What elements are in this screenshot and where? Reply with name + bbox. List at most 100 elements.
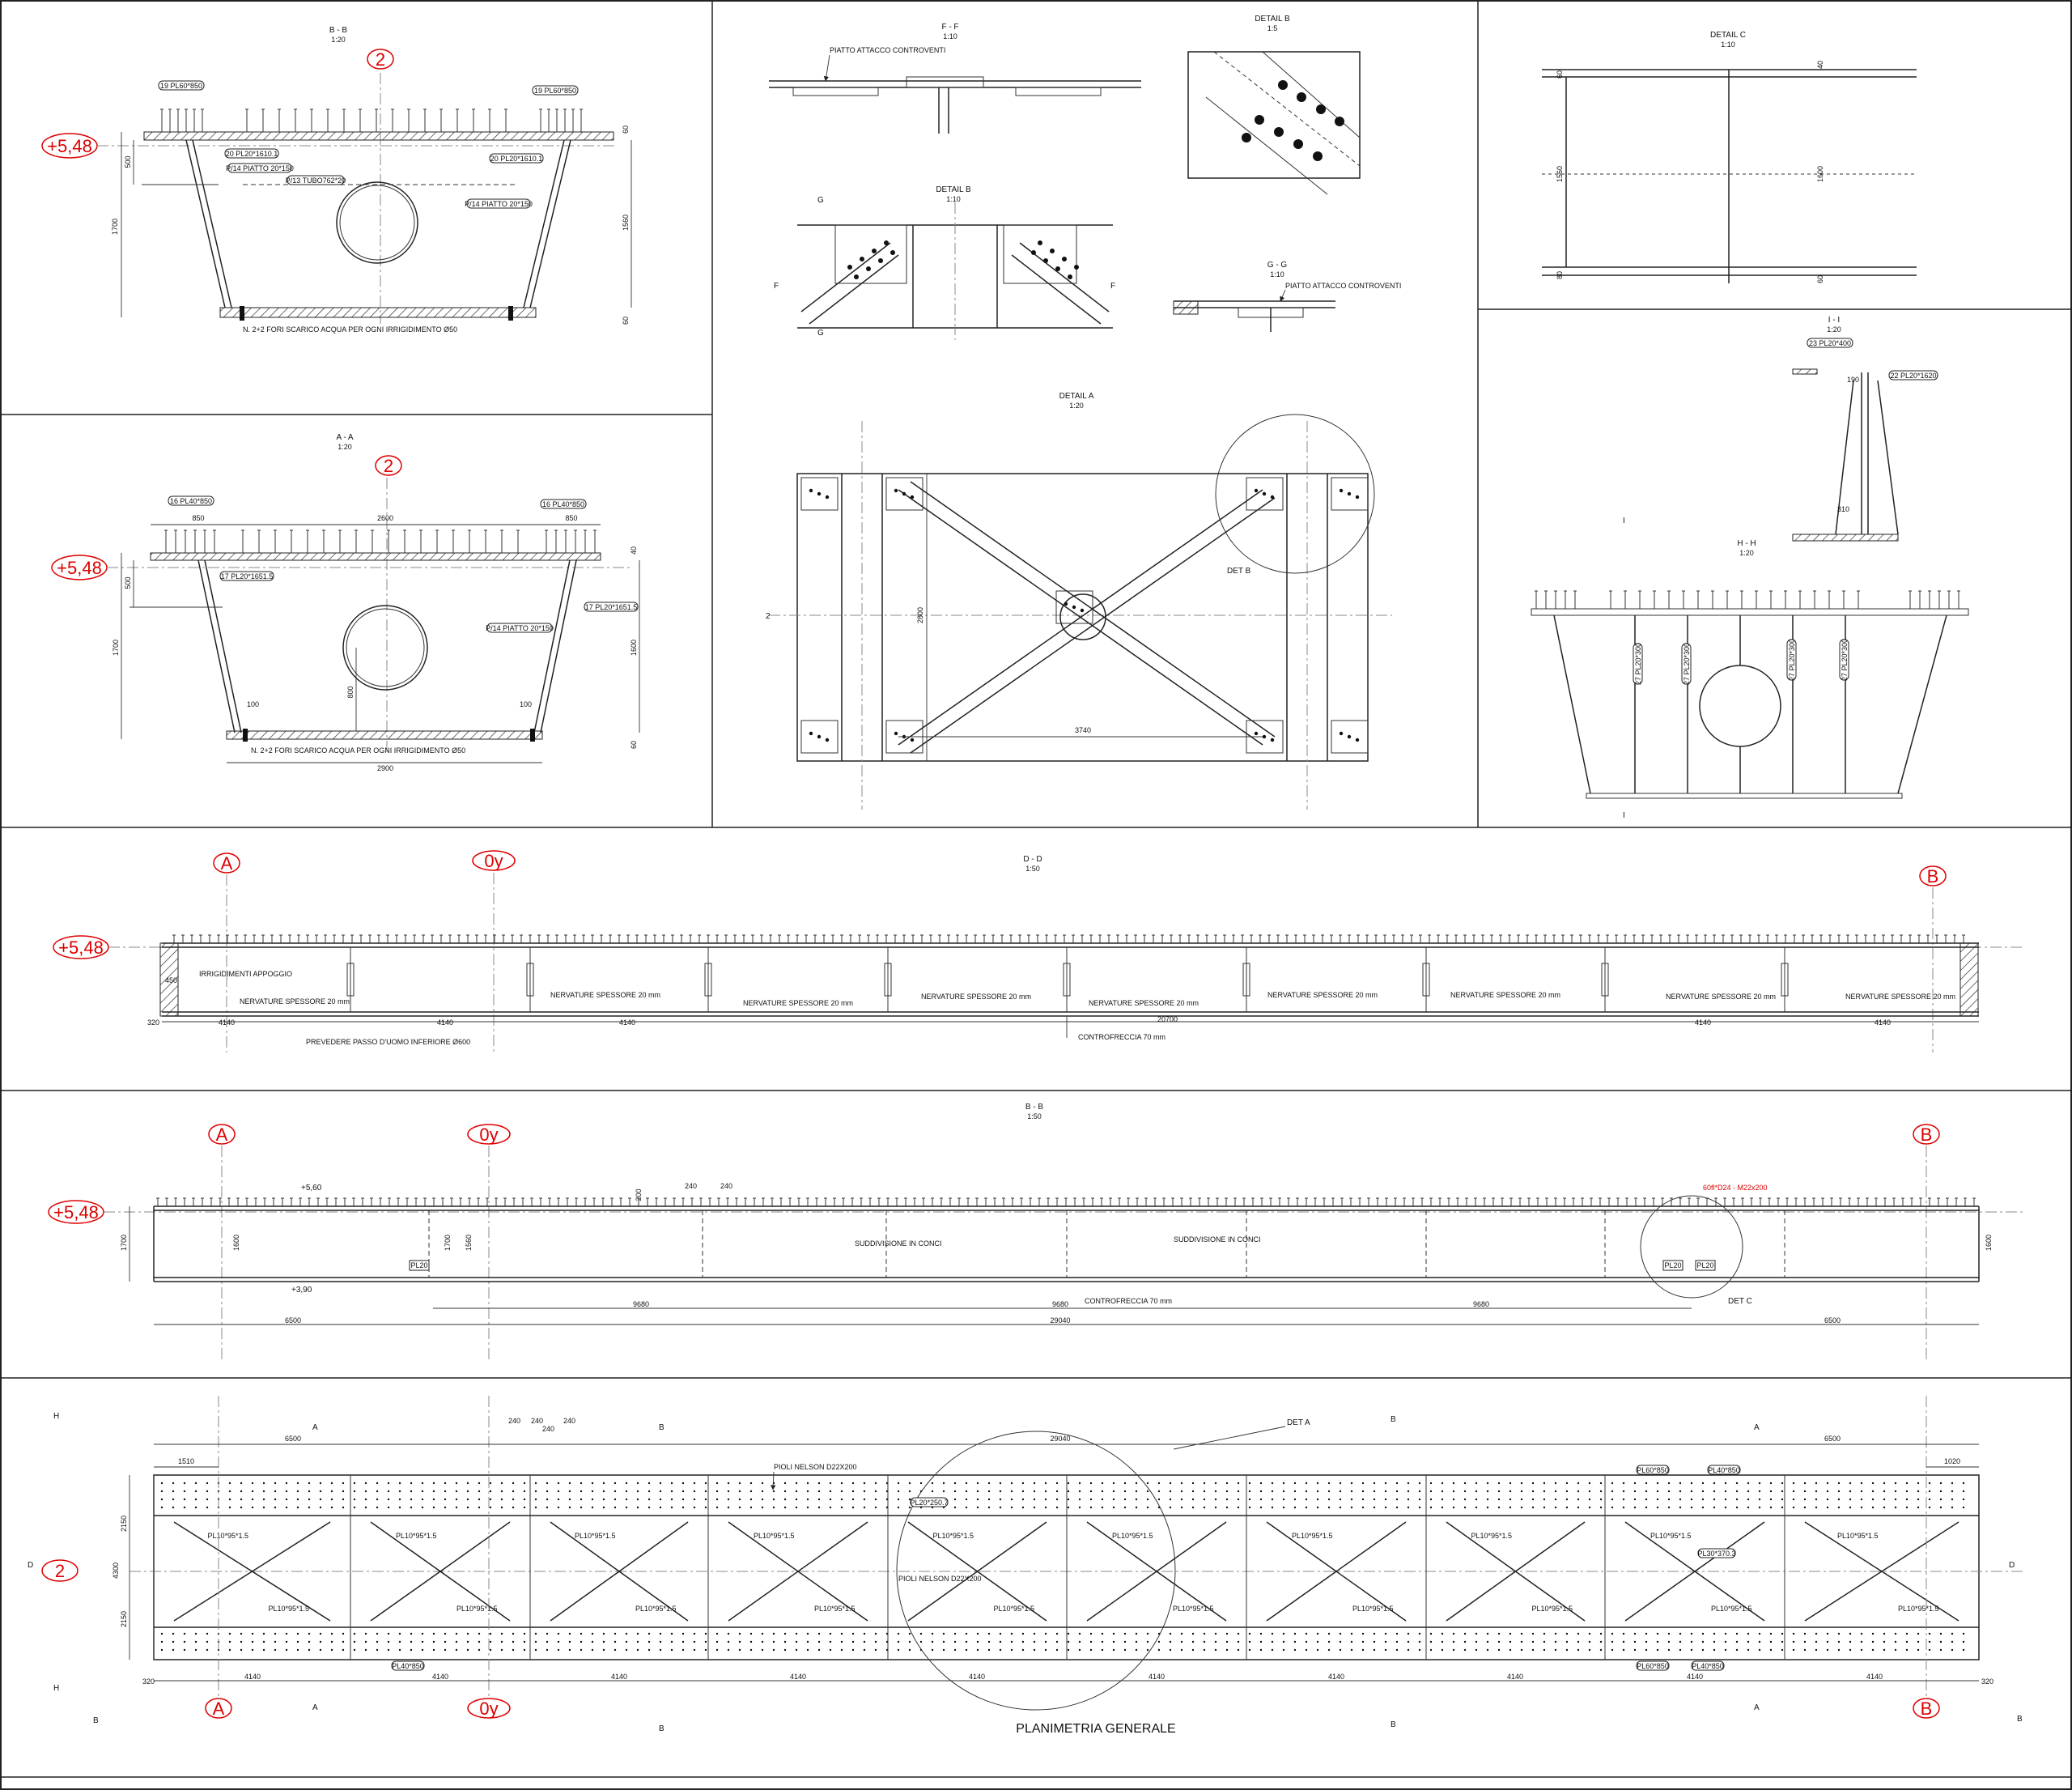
stud-dot [1395, 1640, 1399, 1643]
stud-dot [1509, 1482, 1512, 1485]
stud-dot [421, 1640, 424, 1643]
stud-dot [761, 1640, 764, 1643]
bay-dimension: 4140 [611, 1673, 627, 1681]
stud-dot [931, 1640, 934, 1643]
svg-text:40: 40 [1816, 61, 1824, 69]
svg-text:320: 320 [1981, 1677, 1993, 1686]
stud-dot [1792, 1506, 1795, 1509]
stiffener-plate [1781, 963, 1789, 997]
stud-dot [1565, 1490, 1569, 1493]
svg-text:2: 2 [384, 456, 393, 476]
shear-studs [160, 108, 583, 132]
stud-dot [1543, 1506, 1546, 1509]
stud-dot [1361, 1482, 1365, 1485]
rib-note: NERVATURE SPESSORE 20 mm [1450, 991, 1560, 999]
bolt [1038, 240, 1042, 245]
stud-dot [987, 1506, 991, 1509]
stud-dot [1871, 1632, 1875, 1635]
stud-dot [1169, 1482, 1172, 1485]
stud-dot [172, 1490, 175, 1493]
stud-dot [523, 1648, 526, 1652]
stud-dot [1169, 1506, 1172, 1509]
stud-dot [670, 1648, 673, 1652]
stud-dot [897, 1498, 900, 1501]
stud-dot [591, 1490, 594, 1493]
stud-dot [965, 1632, 968, 1635]
stud-dot [738, 1640, 741, 1643]
stud-dot [410, 1490, 413, 1493]
stud-dot [1191, 1506, 1195, 1509]
stud-dot [1418, 1506, 1421, 1509]
stud-dot [1373, 1640, 1376, 1643]
stud-dot [206, 1506, 209, 1509]
stud-dot [1917, 1506, 1920, 1509]
brace-tag: PL10*95*1.5 [754, 1532, 795, 1540]
stud-dot [262, 1506, 265, 1509]
stud-dot [421, 1482, 424, 1485]
stud-dot [1917, 1498, 1920, 1501]
top-flange [143, 131, 614, 141]
stud-dot [240, 1648, 243, 1652]
bay-dimension: 4140 [219, 1018, 235, 1027]
stud-dot [863, 1498, 866, 1501]
stud-dot [783, 1506, 787, 1509]
stud-dot [1123, 1498, 1127, 1501]
stud-dot [1237, 1498, 1240, 1501]
stud-dot [738, 1648, 741, 1652]
stud-dot [1554, 1640, 1557, 1643]
bay-dimension: 4140 [790, 1673, 806, 1681]
stud-dot [1962, 1640, 1965, 1643]
stud-dot [1282, 1498, 1285, 1501]
stud-dot [466, 1482, 469, 1485]
stud-dot [285, 1648, 288, 1652]
stud-dot [1701, 1648, 1705, 1652]
stud-dot [1067, 1506, 1070, 1509]
stud-dot [1180, 1648, 1183, 1652]
stud-dot [568, 1648, 571, 1652]
stud-dot [1758, 1482, 1761, 1485]
stud-dot [1792, 1632, 1795, 1635]
stud-dot [1656, 1498, 1659, 1501]
stud-dot [1033, 1482, 1036, 1485]
stud-dot [953, 1498, 957, 1501]
stud-dot [1871, 1506, 1875, 1509]
stud-dot [999, 1498, 1002, 1501]
svg-text:+3,90: +3,90 [291, 1286, 312, 1295]
stud-dot [240, 1490, 243, 1493]
stud-dot [1225, 1648, 1229, 1652]
stud-dot [1792, 1490, 1795, 1493]
stud-dot [851, 1490, 855, 1493]
stud-dot [761, 1498, 764, 1501]
stud-dot [1622, 1506, 1625, 1509]
stud-dot [478, 1640, 481, 1643]
stud-dot [1248, 1490, 1251, 1493]
stud-dot [1214, 1490, 1217, 1493]
stud-dot [1282, 1482, 1285, 1485]
stud-dot [534, 1490, 537, 1493]
tube-circle [336, 181, 418, 264]
stud-dot [1259, 1640, 1263, 1643]
stud-dot [783, 1490, 787, 1493]
stud-dot [432, 1490, 435, 1493]
stud-dot [863, 1640, 866, 1643]
stud-dot [1962, 1482, 1965, 1485]
stud-dot [1905, 1640, 1909, 1643]
level-label: +5,48 [47, 136, 92, 156]
stud-dot [976, 1482, 979, 1485]
svg-text:DET A: DET A [1287, 1418, 1310, 1427]
stud-dot [1860, 1648, 1863, 1652]
svg-text:1600: 1600 [1816, 166, 1824, 182]
stud-dot [1962, 1490, 1965, 1493]
stud-dot [817, 1640, 821, 1643]
stud-dot [761, 1648, 764, 1652]
stud-dot [1089, 1640, 1093, 1643]
stud-dot [1735, 1506, 1739, 1509]
stud-dot [410, 1640, 413, 1643]
stud-dot [387, 1490, 390, 1493]
stud-dot [727, 1498, 730, 1501]
stud-dot [1622, 1490, 1625, 1493]
stud-dot [1180, 1632, 1183, 1635]
stud-dot [1010, 1482, 1013, 1485]
svg-text:A: A [312, 1703, 318, 1712]
stud-dot [1577, 1648, 1580, 1652]
